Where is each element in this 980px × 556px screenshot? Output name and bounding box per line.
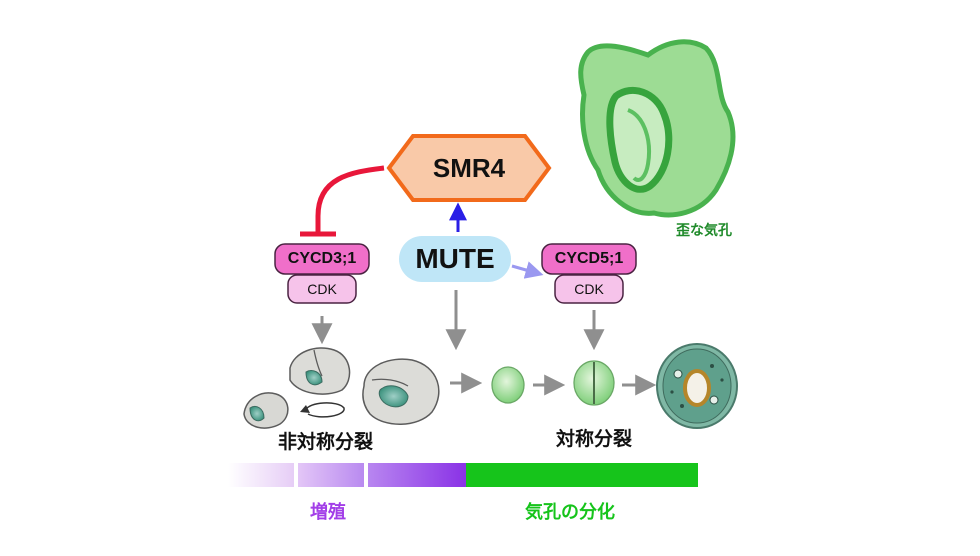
cycd5-label: CYCD5;1 (554, 250, 624, 267)
smr4-node (386, 134, 552, 202)
smr4-label: SMR4 (432, 152, 506, 183)
cycd3-box (274, 243, 370, 275)
cycd3-label: CYCD3;1 (287, 250, 357, 267)
symmetric-division-cell (573, 360, 615, 406)
distorted-stoma-illustration (578, 39, 736, 218)
mute-node (399, 236, 511, 282)
stage-bar-segment-green (466, 463, 698, 487)
mature-stoma (656, 343, 738, 429)
stage-bar-segment-1 (228, 463, 294, 487)
cycd5-box (541, 243, 637, 275)
stage-bar-segment-3 (368, 463, 466, 487)
symmetric-division-label: 対称分裂 (556, 428, 633, 450)
cdk-right-label: CDK (574, 281, 604, 297)
cdk-left-label: CDK (307, 281, 337, 297)
stage-bar-segment-2 (298, 463, 364, 487)
cdk-left-box (287, 274, 357, 304)
mute-activates-cycd5-edge (511, 261, 544, 279)
cdk-right-box (554, 274, 624, 304)
smr4-inhibits-cycd3-edge (300, 165, 385, 237)
asymmetric-division-label: 非対称分裂 (278, 431, 374, 453)
proliferation-label: 増殖 (310, 502, 346, 523)
mute-label: MUTE (415, 243, 495, 274)
asymmetric-division-cells (243, 347, 440, 429)
guard-mother-cell (491, 366, 525, 404)
stomatal-differentiation-label: 気孔の分化 (525, 502, 615, 523)
distorted-stoma-label: 歪な気孔 (676, 223, 732, 239)
